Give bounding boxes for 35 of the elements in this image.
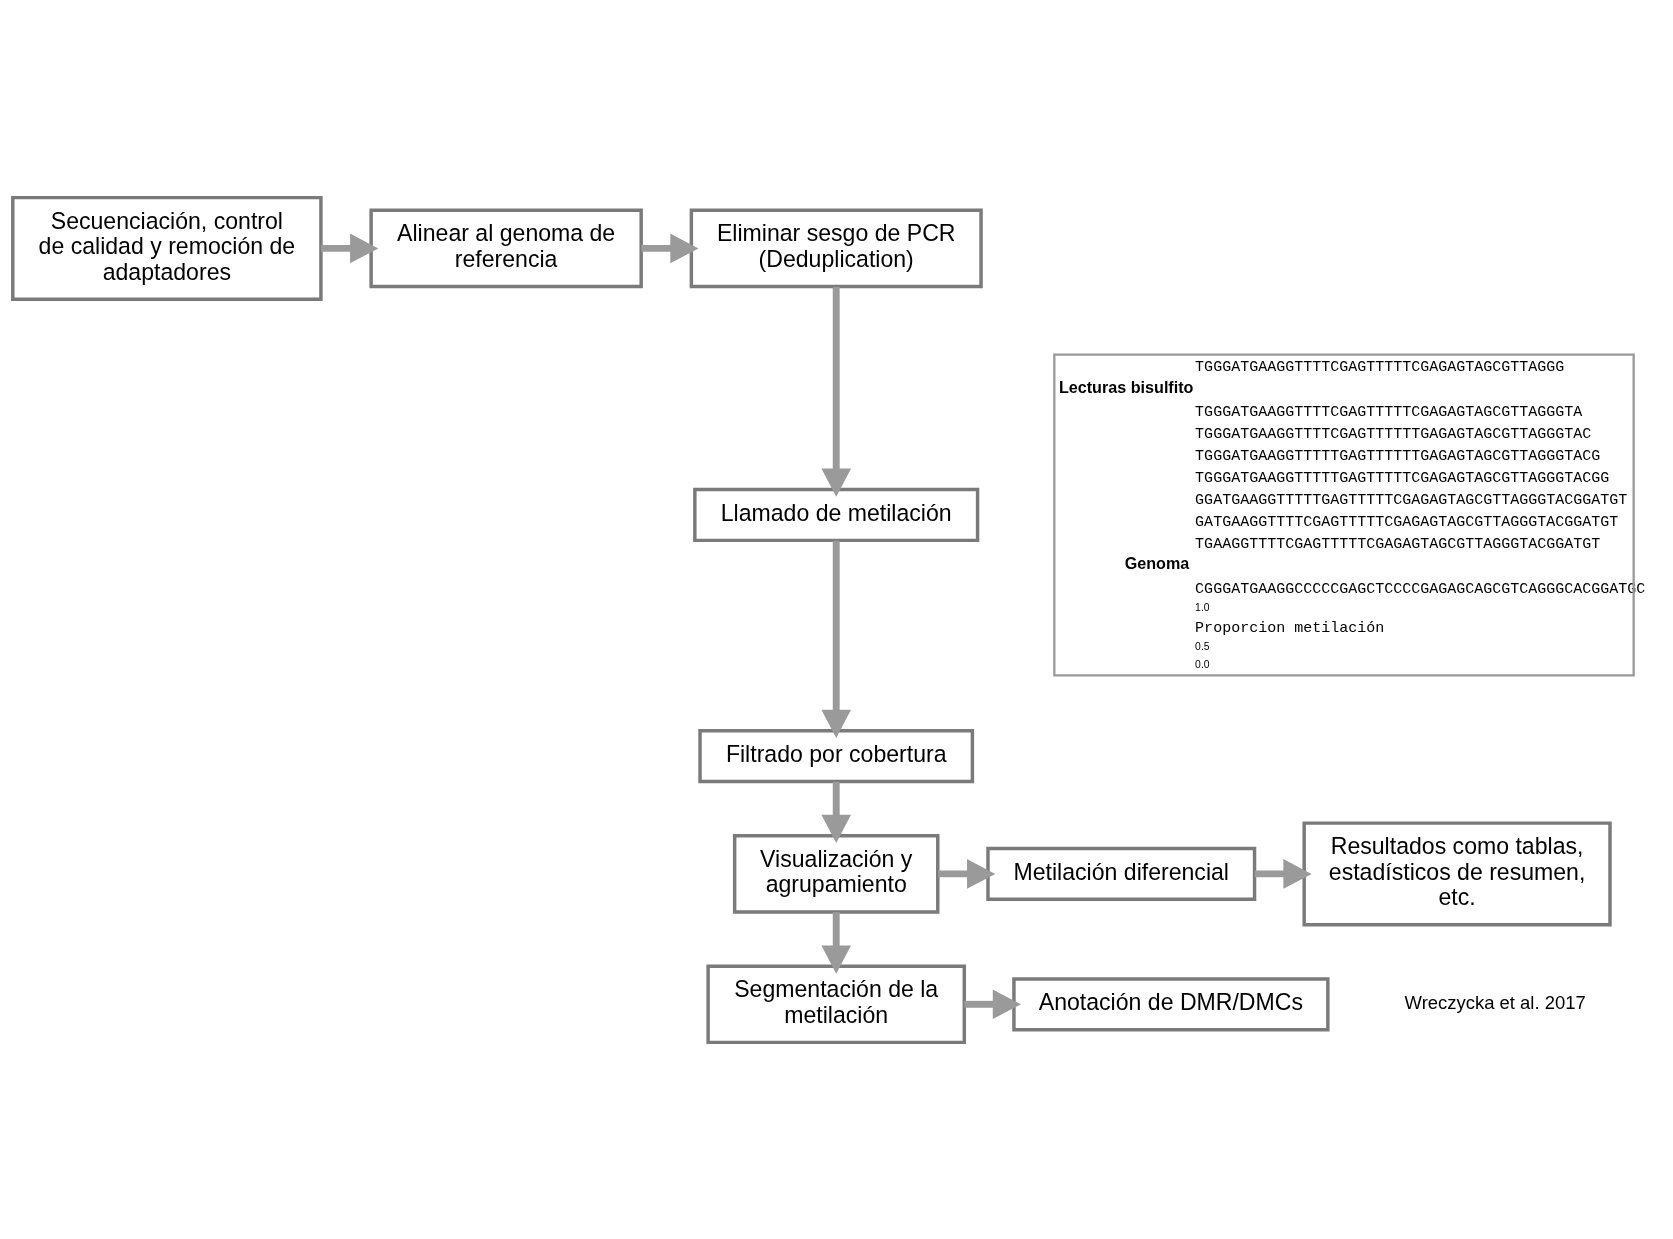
node-box: Resultados como tablas, estadísticos de resumen, etc. xyxy=(1302,820,1612,926)
node-box: Llamado de metilación xyxy=(693,487,980,542)
arrow xyxy=(1254,858,1312,889)
label: 1.0 xyxy=(1195,601,1210,613)
node-box: Segmentación de la metilación xyxy=(706,964,967,1044)
arrow xyxy=(821,911,852,974)
arrow xyxy=(641,233,699,263)
node-box: Filtrado por cobertura xyxy=(698,728,975,783)
node-box: Secuenciación, control de calidad y remoción de adaptadores xyxy=(11,195,323,301)
arrow xyxy=(964,989,1021,1019)
label: TGGGATGAAGGTTTTTGAGTTTTTCGAGAGTAGCGTTAGGGTACGG xyxy=(1195,469,1610,487)
label: Genoma xyxy=(1124,553,1190,572)
label: Wreczycka et al. 2017 xyxy=(1404,991,1586,1013)
node-box: Visualización y agrupamiento xyxy=(732,833,940,914)
node-box: Eliminar sesgo de PCR (Deduplication) xyxy=(689,208,983,288)
label: CGGGATGAAGGCCCCCGAGCTCCCCGAGAGCAGCGTCAGGGCACGGATGC xyxy=(1195,580,1646,598)
arrow xyxy=(938,858,996,889)
node-box: Alinear al genoma de referencia xyxy=(369,208,643,288)
arrow xyxy=(821,286,852,497)
node-box: Anotación de DMR/DMCs xyxy=(1012,976,1330,1031)
label: Proporcion metilación xyxy=(1195,619,1385,637)
label: TGGGATGAAGGTTTTTGAGTTTTTTGAGAGTAGCGTTAGGGTACG xyxy=(1195,447,1601,465)
label: TGGGATGAAGGTTTTCGAGTTTTTCGAGAGTAGCGTTAGGGTA xyxy=(1195,403,1583,421)
label: Lecturas bisulfito xyxy=(1058,377,1194,396)
label: TGAAGGTTTTCGAGTTTTTCGAGAGTAGCGTTAGGGTACGGATGT xyxy=(1195,535,1601,553)
label: 0.5 xyxy=(1195,640,1210,652)
arrow xyxy=(821,781,852,843)
arrow xyxy=(821,540,852,738)
arrow xyxy=(320,233,379,263)
label: TGGGATGAAGGTTTTCGAGTTTTTCGAGAGTAGCGTTAGGG xyxy=(1195,358,1565,376)
node-box: Metilación diferencial xyxy=(986,846,1257,901)
label: GATGAAGGTTTTCGAGTTTTTCGAGAGTAGCGTTAGGGTACGGATGT xyxy=(1195,513,1619,531)
label: TGGGATGAAGGTTTTCGAGTTTTTTGAGAGTAGCGTTAGGGTAC xyxy=(1195,425,1592,443)
label: GGATGAAGGTTTTTGAGTTTTTCGAGAGTAGCGTTAGGGTACGGATGT xyxy=(1195,491,1628,509)
label: 0.0 xyxy=(1195,658,1210,670)
